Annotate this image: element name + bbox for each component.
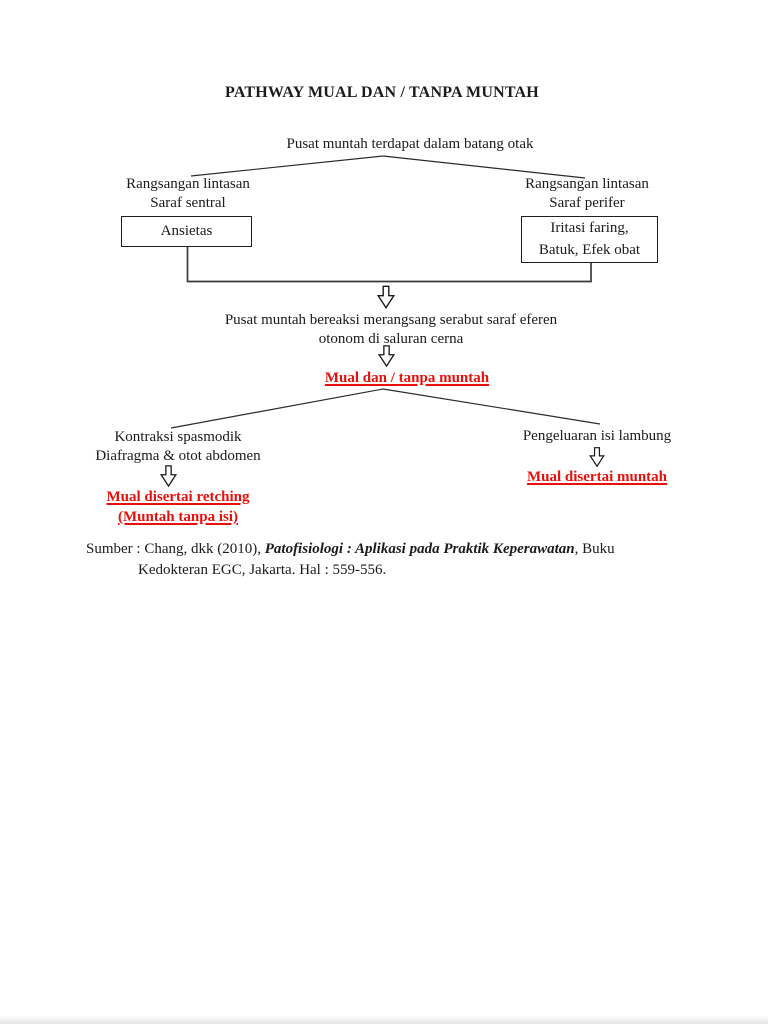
left-branch-label-line1: Rangsangan lintasan [126,176,250,192]
lower-right-result: Mual disertai muntah [526,469,668,485]
source-suffix: , Buku [574,541,615,557]
lower-left-result-line2: (Muntah tanpa isi) [117,509,239,525]
source-citation-line1: Sumber : Chang, dkk (2010), Patofisiolog… [86,541,615,558]
reaction-label-line2: otonom di saluran cerna [318,331,464,347]
down-arrow-icon [160,465,177,487]
reaction-label-line1: Pusat muntah bereaksi merangsang serabut… [224,312,558,328]
bottom-left-branch-line [170,388,384,429]
right-branch-label: Rangsangan lintasan Saraf perifer [525,175,649,212]
ansietas-box: Ansietas [121,216,252,247]
top-left-branch-line [190,155,384,177]
lower-right-label: Pengeluaran isi lambung [522,428,672,444]
bottom-right-branch-line [382,388,601,425]
reaction-label: Pusat muntah bereaksi merangsang serabut… [225,311,557,349]
left-branch-label-line2: Saraf sentral [150,194,226,211]
ansietas-box-label: Ansietas [160,223,213,239]
outcome-label: Mual dan / tanpa muntah [324,370,490,386]
root-node-label: Pusat muntah terdapat dalam batang otak [286,136,534,152]
down-arrow-icon [589,447,605,467]
lower-left-label-line1: Kontraksi spasmodik [114,429,242,445]
iritasi-box: Iritasi faring, Batuk, Efek obat [521,216,658,263]
source-book-title: Patofisiologi : Aplikasi pada Praktik Ke… [264,541,575,557]
lower-left-result-line1: Mual disertai retching [106,489,250,505]
down-arrow-icon [378,345,395,367]
source-prefix: Sumber : Chang, dkk (2010), [86,541,265,557]
iritasi-box-line2: Batuk, Efek obat [538,241,641,258]
iritasi-box-line1: Iritasi faring, [550,220,629,236]
lower-left-label: Kontraksi spasmodik Diafragma & otot abd… [95,428,260,466]
right-branch-label-line1: Rangsangan lintasan [525,176,649,192]
down-arrow-icon [377,285,395,309]
lower-left-result: Mual disertai retching (Muntah tanpa isi… [106,487,249,527]
page-title: PATHWAY MUAL DAN / TANPA MUNTAH [225,84,539,101]
right-branch-label-line2: Saraf perifer [549,194,625,211]
lower-left-label-line2: Diafragma & otot abdomen [95,448,261,464]
source-citation-line2: Kedokteran EGC, Jakarta. Hal : 559-556. [138,562,387,578]
left-branch-label: Rangsangan lintasan Saraf sentral [126,175,250,212]
